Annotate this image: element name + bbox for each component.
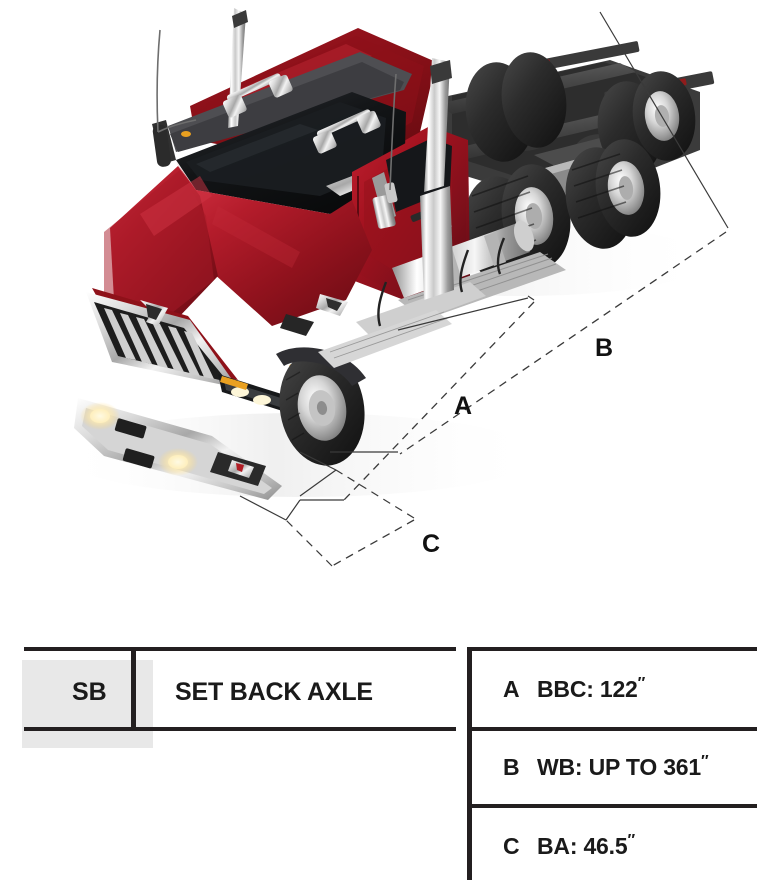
roof-handles <box>222 73 381 154</box>
mirrors <box>152 120 398 229</box>
axle-code-label: SB <box>72 678 107 706</box>
inch-mark-c: ″ <box>627 832 635 849</box>
table-rule-mid-right <box>471 727 757 731</box>
spec-row-a: A BBC: 122″ <box>503 675 646 703</box>
table-rule-lower <box>471 804 757 808</box>
table-rule-mid-left <box>24 727 456 731</box>
front-bumper <box>74 398 282 500</box>
truck-illustration: A B C <box>60 8 729 567</box>
inch-mark-a: ″ <box>637 675 646 692</box>
axle-name-label: SET BACK AXLE <box>175 678 373 706</box>
spec-value-c: BA: 46.5 <box>537 832 628 859</box>
truck-image <box>60 8 715 500</box>
cab-body <box>168 28 470 300</box>
spec-key-c: C <box>503 832 520 859</box>
spec-key-b: B <box>503 753 520 780</box>
spec-key-a: A <box>503 675 520 702</box>
spec-value-a: BBC: 122 <box>537 675 638 702</box>
grille <box>86 292 238 388</box>
spec-value-b: WB: UP TO 361 <box>537 753 701 780</box>
hood <box>92 162 372 380</box>
table-rule-top-right <box>471 647 757 651</box>
air-cleaner <box>420 186 454 300</box>
front-wheel <box>276 347 366 466</box>
table-divider-code <box>131 649 136 729</box>
table-divider-specs <box>467 647 472 880</box>
dimension-label-a: A <box>454 392 472 420</box>
headlamps <box>218 294 348 414</box>
antennae <box>156 29 397 191</box>
spec-row-c: C BA: 46.5″ <box>503 832 635 860</box>
dimension-label-c: C <box>422 530 440 558</box>
spec-row-b: B WB: UP TO 361″ <box>503 753 709 781</box>
table-rule-top-left <box>24 647 456 651</box>
inch-mark-b: ″ <box>700 753 709 770</box>
dimension-label-b: B <box>595 334 613 362</box>
